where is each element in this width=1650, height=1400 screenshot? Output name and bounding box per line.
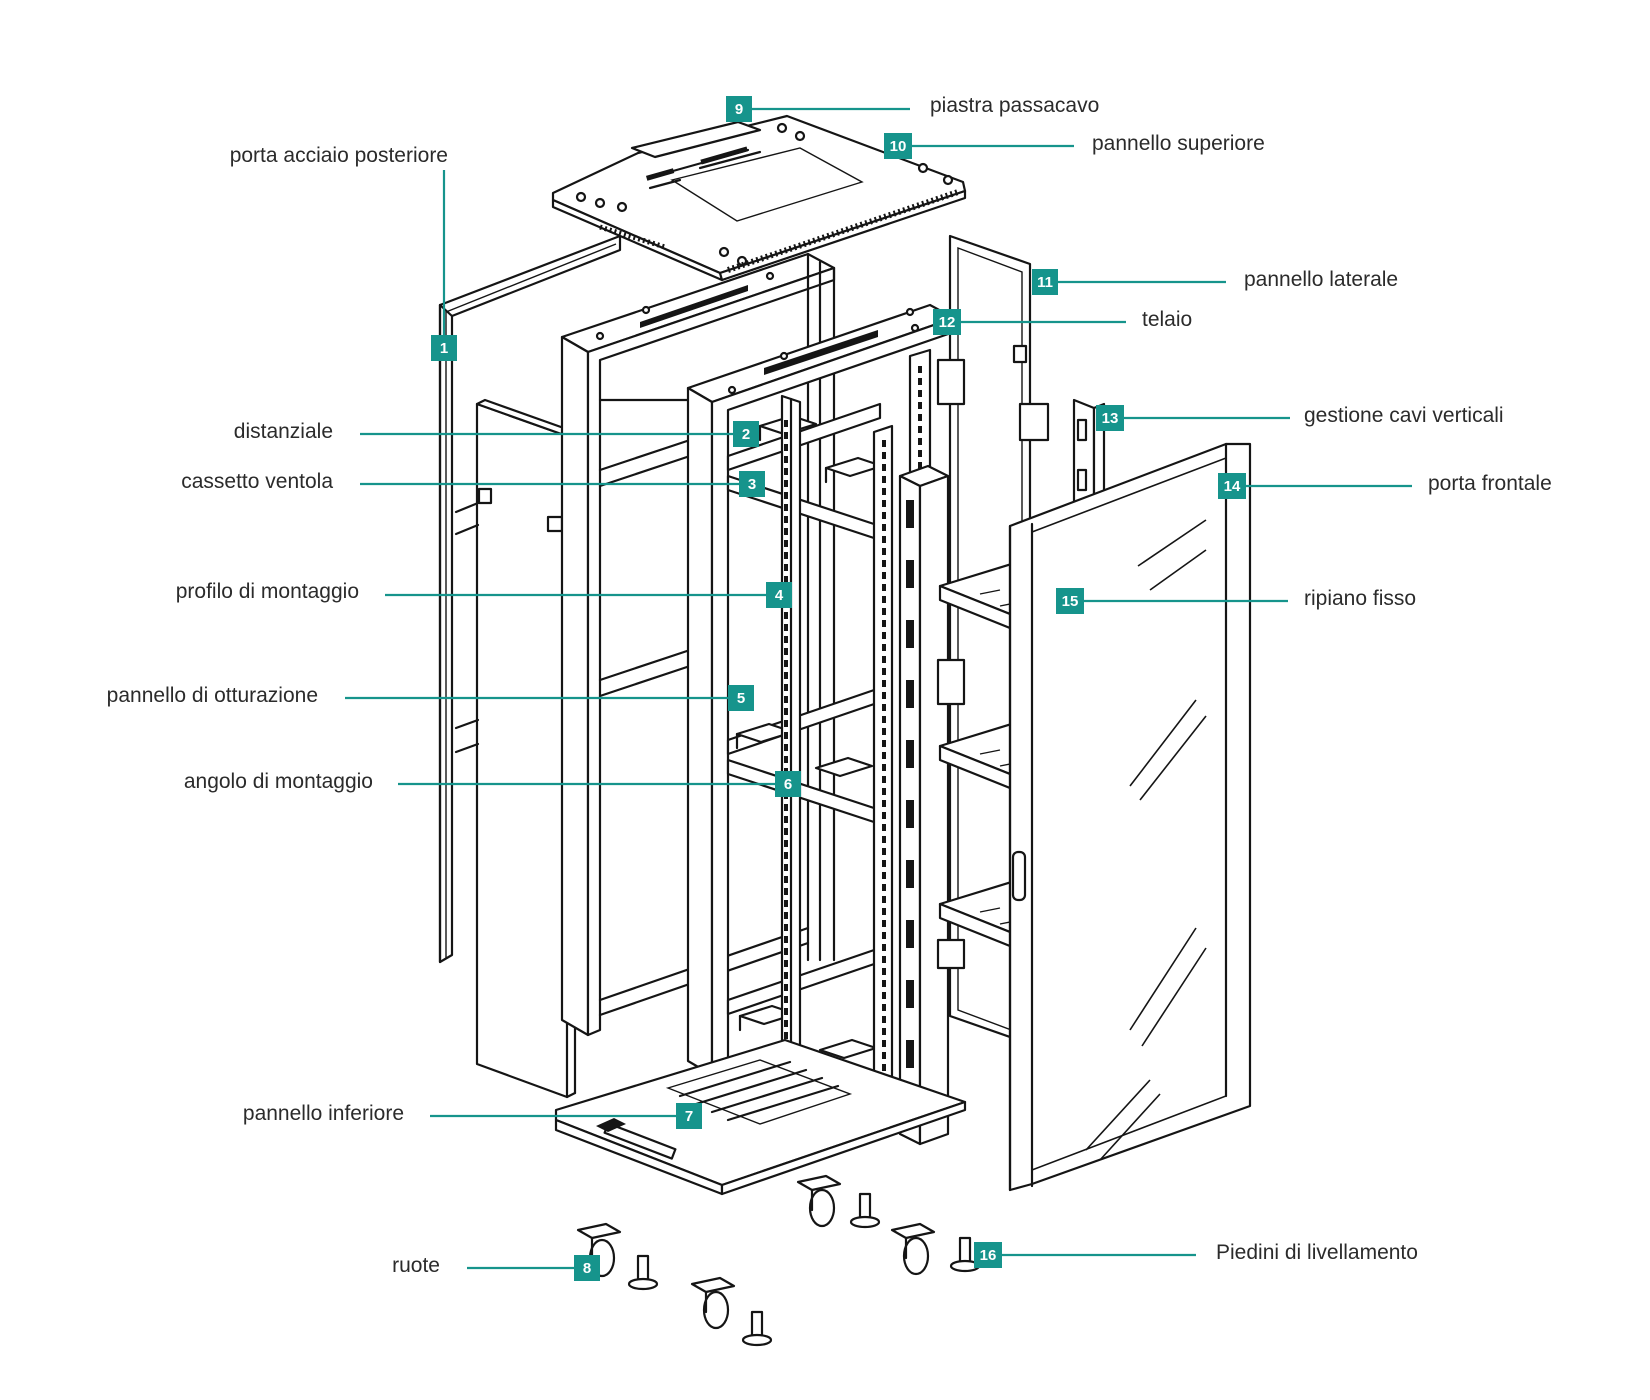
badge-15-number: 15 [1062,593,1079,610]
foot-1 [627,1254,659,1291]
label-gestione-cavi-verticali: gestione cavi verticali [1304,404,1504,427]
badge-3-number: 3 [748,476,756,493]
badge-12 [933,309,961,335]
bottom-panel-drawing [554,1038,967,1196]
badge-10-number: 10 [890,138,907,155]
label-pannello-inferiore: pannello inferiore [243,1102,404,1125]
label-porta-frontale: porta frontale [1428,472,1552,495]
callout-9: 9 piastra passacavo [726,94,1099,122]
cabinet-illustration [438,114,1252,1347]
side-panel-left-drawing [454,398,577,1099]
label-porta-acciaio-posteriore: porta acciaio posteriore [230,144,448,167]
badge-13 [1096,405,1124,431]
badge-9 [726,96,752,122]
label-ripiano-fisso: ripiano fisso [1304,587,1416,610]
label-profilo-di-montaggio: profilo di montaggio [176,580,359,603]
label-pannello-laterale: pannello laterale [1244,268,1398,291]
caster-3 [796,1174,842,1228]
badge-10 [884,133,912,159]
badge-11-number: 11 [1037,274,1053,291]
caster-4 [890,1222,936,1276]
label-piastra-passacavo: piastra passacavo [930,94,1099,117]
badge-8-number: 8 [583,1260,591,1277]
callout-12: 12 telaio [933,308,1192,335]
main-frame-drawing [686,303,956,1077]
badge-1-number: 1 [440,340,448,357]
label-distanziale: distanziale [234,420,333,443]
callouts: 1 porta acciaio posteriore 2 distanziale… [107,94,1552,1281]
label-telaio: telaio [1142,308,1192,331]
badge-14 [1218,473,1246,499]
badge-4-number: 4 [775,587,784,604]
front-door-drawing [1008,442,1252,1192]
badge-9-number: 9 [735,101,743,118]
badge-11 [1032,269,1058,295]
badge-5 [728,685,754,711]
badge-16 [974,1242,1002,1268]
badge-8 [574,1255,600,1281]
badge-13-number: 13 [1102,410,1119,427]
badge-15 [1056,588,1084,614]
casters-drawing [576,1174,936,1330]
badge-3 [739,471,765,497]
top-panel-drawing [551,114,967,282]
foot-2 [741,1310,773,1347]
badge-16-number: 16 [980,1247,997,1264]
callout-13: 13 gestione cavi verticali [1096,404,1504,431]
badge-12-number: 12 [939,314,956,331]
callout-2: 2 distanziale [234,420,759,447]
callout-15: 15 ripiano fisso [1056,587,1416,614]
callout-1: 1 porta acciaio posteriore [230,144,457,361]
badge-2-number: 2 [742,426,750,443]
badge-14-number: 14 [1224,478,1241,495]
callout-16: 16 Piedini di livellamento [974,1241,1418,1268]
callout-5: 5 pannello di otturazione [107,684,754,711]
badge-7 [676,1103,702,1129]
badge-5-number: 5 [737,690,745,707]
callout-6: 6 angolo di montaggio [184,770,801,797]
callout-3: 3 cassetto ventola [181,470,765,497]
badge-4 [766,582,792,608]
label-ruote: ruote [392,1254,440,1277]
caster-2 [690,1276,736,1330]
callout-14: 14 porta frontale [1218,472,1552,499]
label-piedini-di-livellamento: Piedini di livellamento [1216,1241,1418,1264]
label-pannello-di-otturazione: pannello di otturazione [107,684,318,707]
label-cassetto-ventola: cassetto ventola [181,470,333,493]
badge-6-number: 6 [784,776,792,793]
callout-7: 7 pannello inferiore [243,1102,702,1129]
label-angolo-di-montaggio: angolo di montaggio [184,770,373,793]
badge-7-number: 7 [685,1108,693,1125]
callout-10: 10 pannello superiore [884,132,1265,159]
label-pannello-superiore: pannello superiore [1092,132,1265,155]
vertical-post-drawing [898,464,950,1146]
leveling-feet-drawing [627,1192,981,1347]
badge-2 [733,421,759,447]
callout-8: 8 ruote [392,1254,600,1281]
callout-4: 4 profilo di montaggio [176,580,792,608]
badge-6 [775,771,801,797]
foot-3 [849,1192,881,1229]
callout-11: 11 pannello laterale [1032,268,1398,295]
badge-1 [431,335,457,361]
rear-frame-drawing [560,252,836,1037]
